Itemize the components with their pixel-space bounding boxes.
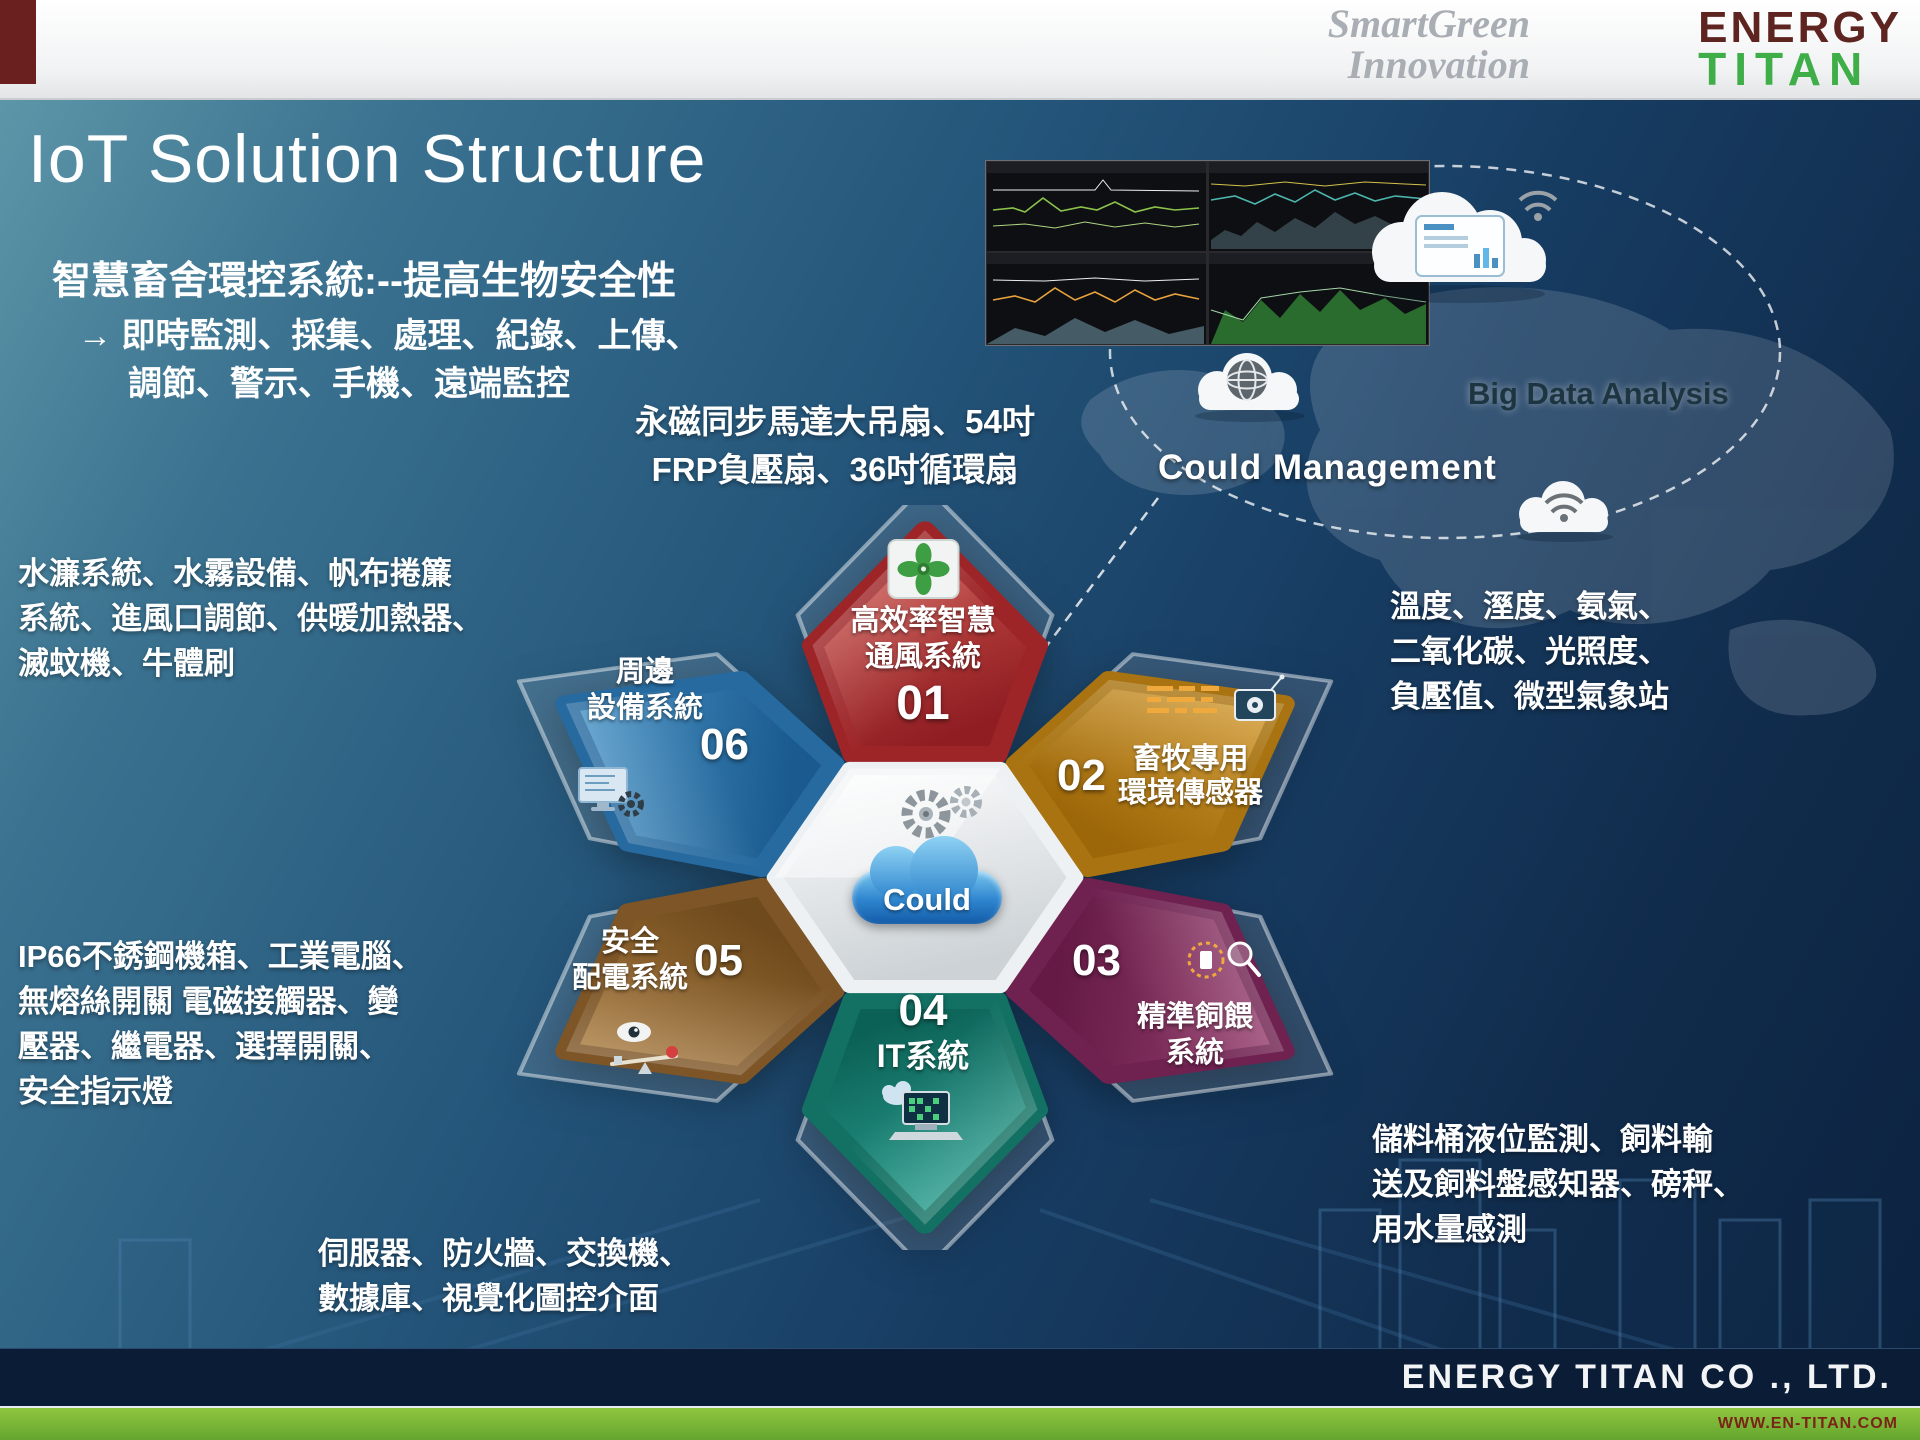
sensor-icon — [1147, 674, 1285, 721]
slide-subtitle: 智慧畜舍環控系統:--提高生物安全性 — [52, 260, 676, 303]
annotation-line: 永磁同步馬達大吊扇、54吋 — [635, 403, 1035, 440]
company-bar: ENERGY TITAN CO ., LTD. — [0, 1348, 1920, 1406]
petal-04-number: 04 — [898, 986, 948, 1035]
power-safety-icon — [610, 1022, 678, 1074]
header-bar: SmartGreen Innovation ENERGY TITAN — [0, 0, 1920, 100]
annotation-line: 二氧化碳、光照度、 — [1390, 633, 1669, 669]
cloud-device-icon — [1372, 190, 1558, 303]
annotation-line: 壓器、繼電器、選擇開關、 — [18, 1028, 390, 1064]
petal-04-label: IT系統 — [876, 1038, 970, 1074]
annotation-peripheral: 水濂系統、水霧設備、帆布捲簾 系統、進風口調節、供暖加熱器、 滅蚊機、牛體刷 — [18, 552, 483, 687]
fan-icon — [886, 539, 959, 599]
petal-05-label-group: 安全 配電系統 — [572, 925, 688, 995]
cloud-management-label: Could Management — [1158, 448, 1497, 487]
petal-06-label: 周邊 — [615, 655, 675, 688]
petal-01-number: 01 — [896, 677, 950, 731]
annotation-feeding: 儲料桶液位監測、飼料輸 送及飼料盤感知器、磅秤、 用水量感測 — [1372, 1118, 1744, 1253]
it-icon — [882, 1080, 963, 1140]
petal-02-label-group: 02 畜牧專用 環境傳感器 — [1057, 742, 1263, 810]
petal-05-number: 05 — [694, 936, 743, 985]
annotation-line: 伺服器、防火牆、交換機、 — [318, 1236, 690, 1271]
petal-02-label: 畜牧專用 — [1132, 742, 1249, 775]
bullet-line-2: 調節、警示、手機、遠端監控 — [128, 365, 570, 403]
petal-03-label: 精準飼餵 — [1136, 1000, 1254, 1033]
annotation-line: 負壓值、微型氣象站 — [1390, 678, 1669, 714]
petal-01-label: 高效率智慧 — [850, 605, 996, 637]
annotation-it: 伺服器、防火牆、交換機、 數據庫、視覺化圖控介面 — [318, 1232, 690, 1322]
annotation-line: 用水量感測 — [1372, 1211, 1527, 1247]
annotation-line: 送及飼料盤感知器、磅秤、 — [1372, 1166, 1744, 1202]
monitoring-dashboard-screenshot — [985, 160, 1430, 346]
peripheral-icon — [578, 767, 644, 817]
petal-02-label: 環境傳感器 — [1117, 777, 1263, 809]
brand-tagline: SmartGreen Innovation — [1327, 1, 1530, 87]
big-data-analysis-label: Big Data Analysis — [1468, 376, 1729, 411]
tagline-line1: SmartGreen — [1327, 1, 1530, 46]
annotation-line: 系統、進風口調節、供暖加熱器、 — [18, 600, 483, 636]
bullet-line-1: → 即時監測、採集、處理、紀錄、上傳、 — [78, 317, 700, 355]
center-cloud-label: Could — [883, 882, 971, 917]
petal-06-label-group: 周邊 設備系統 — [587, 655, 703, 725]
annotation-line: 滅蚊機、牛體刷 — [18, 645, 235, 681]
annotation-line: FRP負壓扇、36吋循環扇 — [651, 450, 1019, 488]
annotation-line: 安全指示燈 — [18, 1073, 173, 1109]
center-cloud: Could — [852, 836, 1002, 924]
logo-energy-text: ENERGY — [1698, 3, 1902, 52]
tagline-line2: Innovation — [1347, 41, 1530, 87]
city-skyline-graphic — [118, 1158, 1882, 1348]
petal-03-label-group: 精準飼餵 系統 — [1137, 1000, 1253, 1070]
slide-canvas: IoT Solution Structure 智慧畜舍環控系統:--提高生物安全… — [0, 98, 1920, 1348]
footer-website: WWW.EN-TITAN.COM — [1717, 1415, 1898, 1432]
petal-02-number: 02 — [1057, 751, 1106, 800]
website-bar: WWW.EN-TITAN.COM — [0, 1406, 1920, 1440]
annotation-line: IP66不銹鋼機箱、工業電腦、 — [18, 939, 423, 974]
footer-company-name: ENERGY TITAN CO ., LTD. — [1401, 1358, 1892, 1396]
petal-01-label: 通風系統 — [864, 641, 982, 674]
cloud-globe-icon — [1195, 353, 1305, 422]
logo-titan-text: TITAN — [1698, 43, 1871, 96]
petal-05-label: 配電系統 — [571, 962, 689, 994]
annotation-line: 儲料桶液位監測、飼料輸 — [1372, 1122, 1713, 1157]
petal-06-label: 設備系統 — [586, 692, 704, 724]
feeding-icon — [1187, 941, 1261, 979]
petal-03-label: 系統 — [1165, 1037, 1225, 1069]
page-title: IoT Solution Structure — [28, 121, 707, 197]
annotation-line: 數據庫、視覺化圖控介面 — [318, 1280, 659, 1316]
corner-accent — [0, 0, 36, 84]
petal-04-label-group: 04 IT系統 — [875, 986, 971, 1150]
petal-01-label-group: 高效率智慧 通風系統 01 — [850, 538, 996, 731]
petal-03-number: 03 — [1072, 936, 1121, 985]
annotation-line: 水濂系統、水霧設備、帆布捲簾 — [18, 556, 452, 591]
petal-05-label: 安全 — [600, 925, 660, 958]
annotation-ventilation: 永磁同步馬達大吊扇、54吋 FRP負壓扇、36吋循環扇 — [565, 398, 1105, 494]
annotation-power: IP66不銹鋼機箱、工業電腦、 無熔絲開關 電磁接觸器、變 壓器、繼電器、選擇開… — [18, 935, 423, 1115]
petal-06-number: 06 — [700, 720, 749, 769]
annotation-line: 無熔絲開關 電磁接觸器、變 — [18, 983, 399, 1019]
annotation-sensors: 溫度、溼度、氨氣、 二氧化碳、光照度、 負壓值、微型氣象站 — [1390, 585, 1669, 720]
annotation-line: 溫度、溼度、氨氣、 — [1390, 589, 1669, 624]
cloud-wifi-icon — [1517, 481, 1613, 542]
center-gears-icon — [901, 786, 982, 839]
energy-titan-logo: ENERGY TITAN — [1698, 3, 1902, 96]
